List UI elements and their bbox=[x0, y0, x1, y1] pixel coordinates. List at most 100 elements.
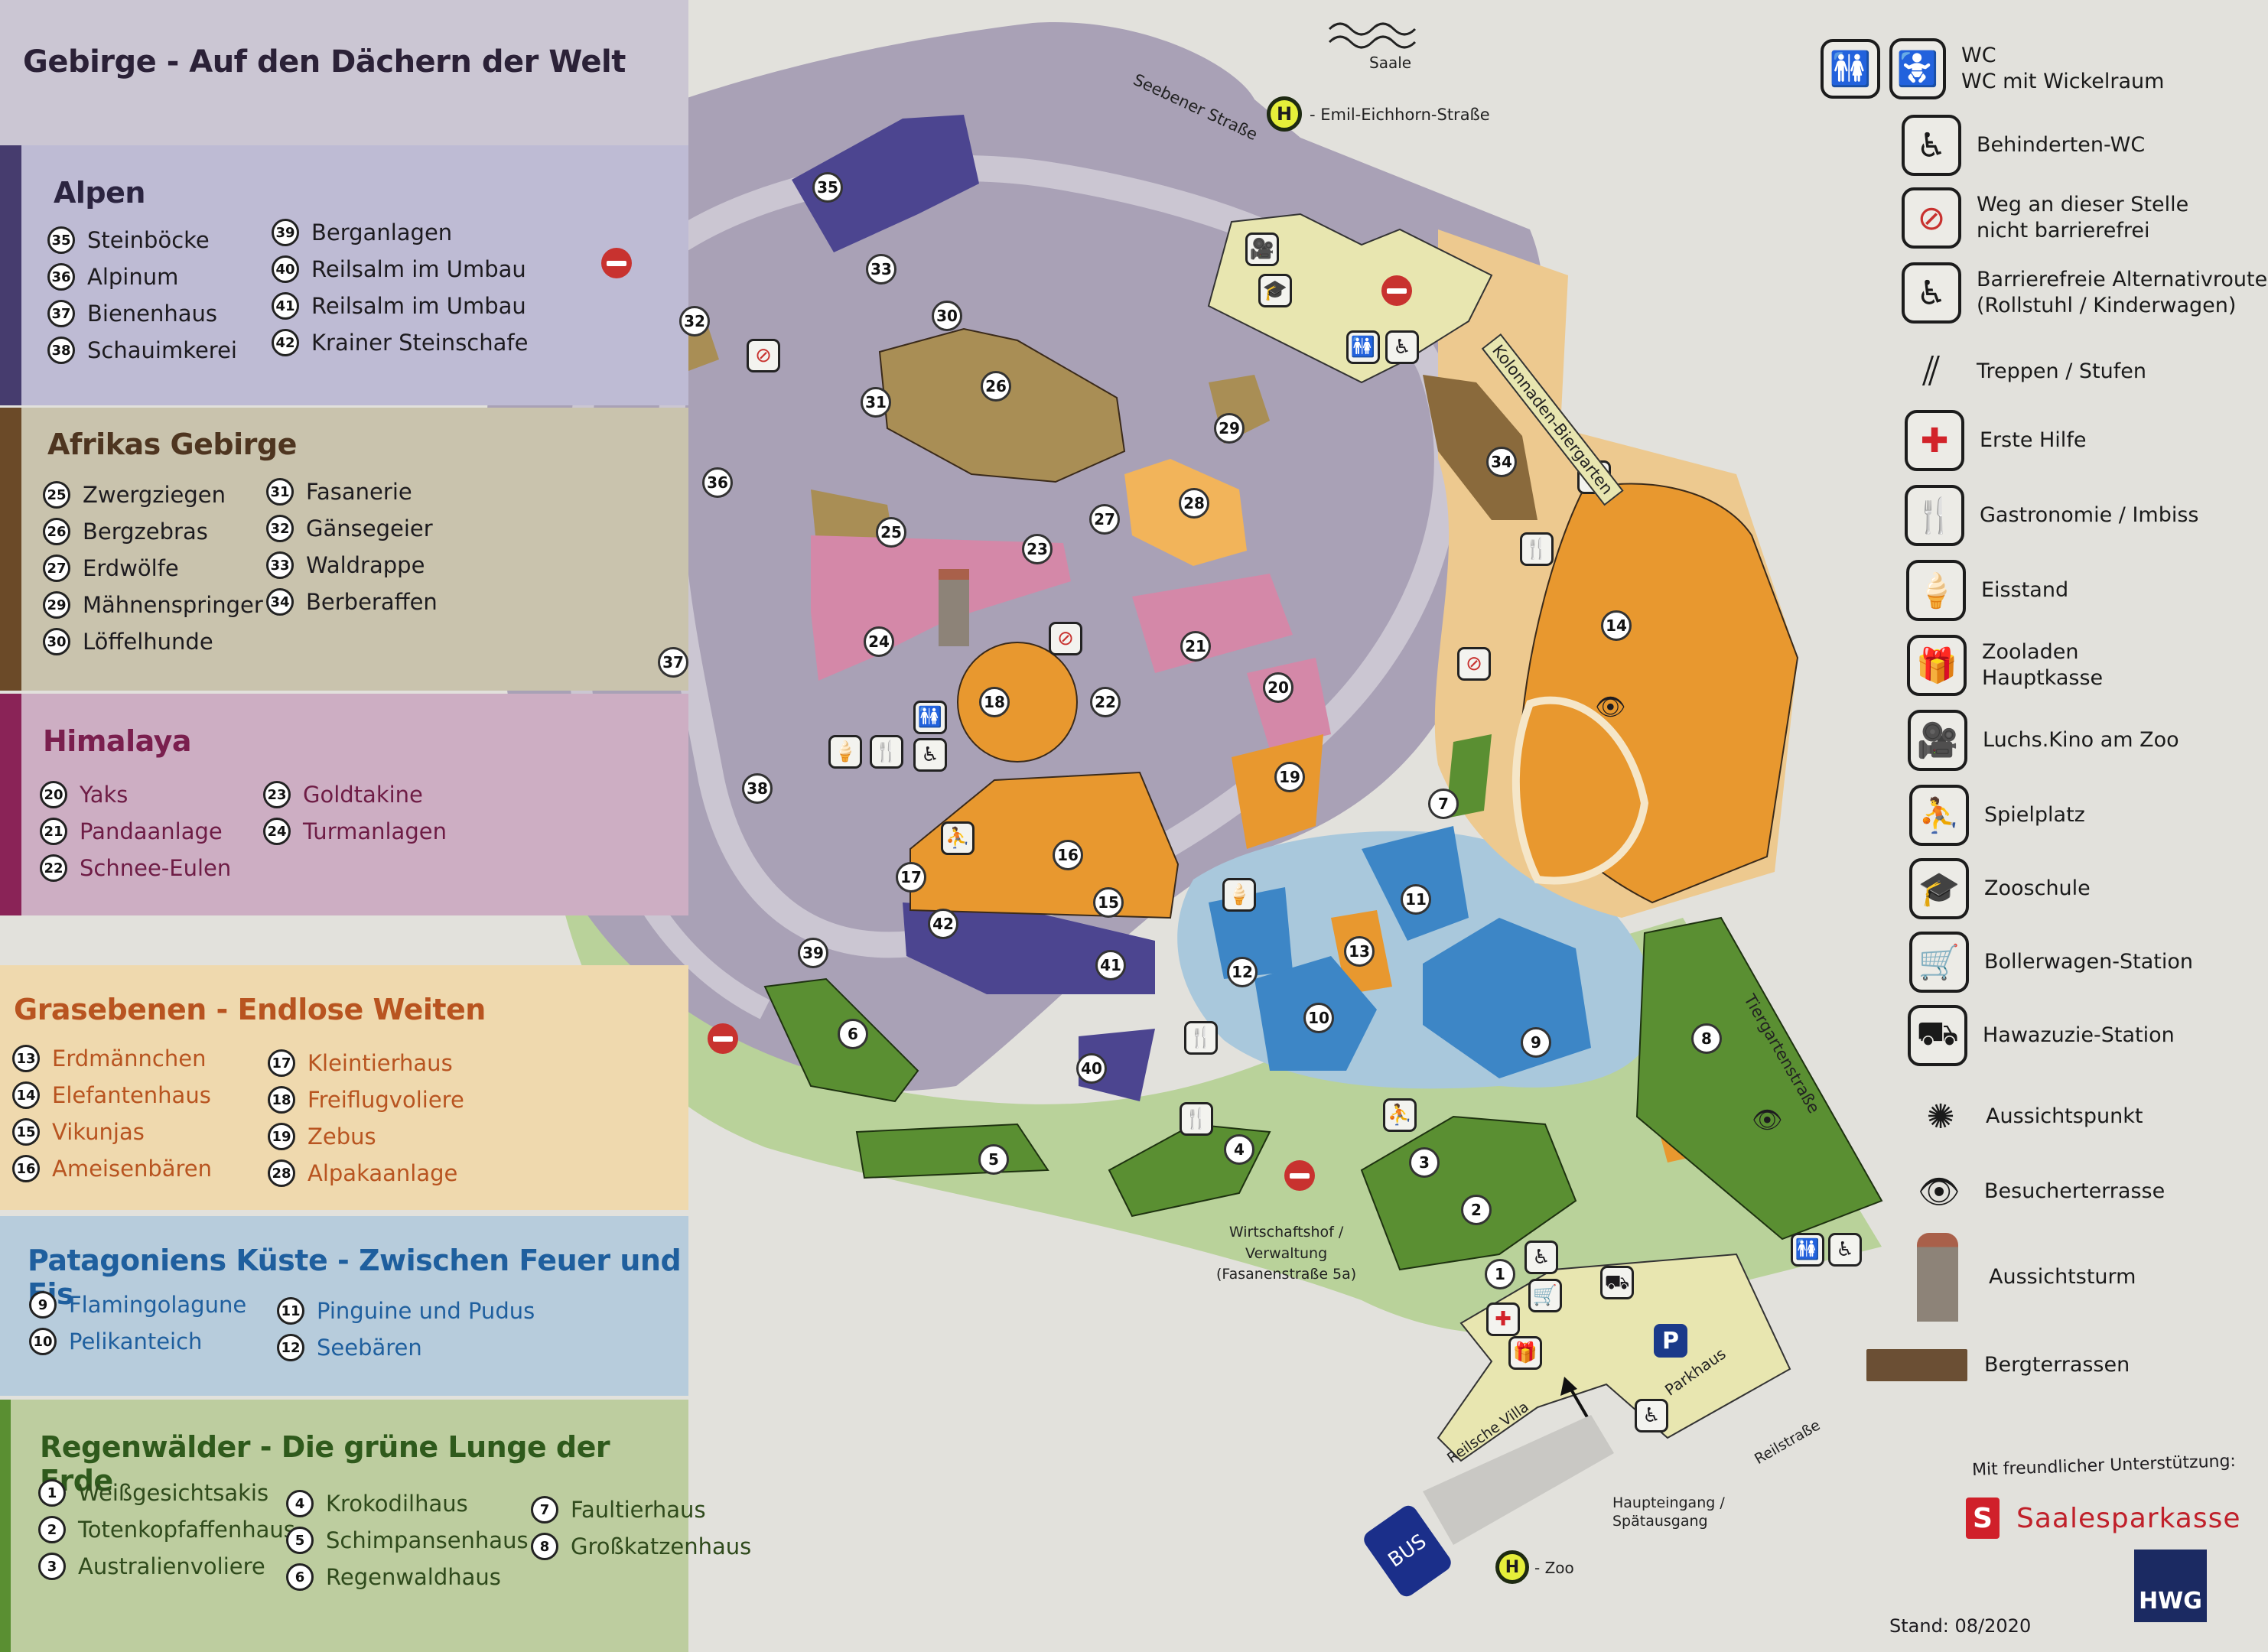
map-pin-17[interactable]: 17 bbox=[896, 862, 926, 893]
map-pin-13[interactable]: 13 bbox=[1344, 936, 1375, 967]
ice-cream-icon[interactable]: 🍦 bbox=[828, 735, 862, 769]
map-pin-34[interactable]: 34 bbox=[1486, 447, 1517, 477]
map-pin-9[interactable]: 9 bbox=[1521, 1027, 1551, 1058]
playground-icon[interactable]: ⛹ bbox=[1383, 1098, 1417, 1132]
map-pin-4[interactable]: 4 bbox=[1224, 1134, 1254, 1165]
map-pin-41[interactable]: 41 bbox=[1095, 950, 1126, 980]
map-pin-27[interactable]: 27 bbox=[1089, 504, 1120, 535]
map-pin-20[interactable]: 20 bbox=[1263, 672, 1293, 703]
gift-shop-icon[interactable]: 🎁 bbox=[1508, 1336, 1542, 1370]
map-pin-21[interactable]: 21 bbox=[1180, 631, 1211, 662]
stroller-icon[interactable]: ⛟ bbox=[1600, 1266, 1634, 1299]
map-pin-36[interactable]: 36 bbox=[702, 467, 733, 498]
zoo-school-icon[interactable]: 🎓 bbox=[1258, 274, 1292, 307]
cinema-icon[interactable]: 🎥 bbox=[1245, 233, 1279, 266]
map-pin-2[interactable]: 2 bbox=[1461, 1195, 1492, 1225]
map-pin-14[interactable]: 14 bbox=[1601, 610, 1632, 641]
barrier-free-route-icon[interactable]: ♿ bbox=[1635, 1399, 1668, 1432]
map-pin-25[interactable]: 25 bbox=[876, 517, 906, 548]
ice-cream-icon[interactable]: 🍦 bbox=[1222, 878, 1256, 912]
hwg-logo[interactable]: HWG bbox=[2134, 1550, 2207, 1622]
map-pin-23[interactable]: 23 bbox=[1022, 534, 1053, 564]
map-pin-29[interactable]: 29 bbox=[1214, 413, 1245, 444]
map-pin-38[interactable]: 38 bbox=[742, 773, 773, 804]
bus-stop-icon[interactable]: H bbox=[1495, 1550, 1529, 1584]
no-barrier-free-icon[interactable]: ⊘ bbox=[747, 339, 780, 372]
map-pin-6[interactable]: 6 bbox=[838, 1019, 868, 1049]
map-pin-1[interactable]: 1 bbox=[1485, 1259, 1515, 1289]
map-pin-12[interactable]: 12 bbox=[1227, 957, 1258, 987]
map-pin-10[interactable]: 10 bbox=[1303, 1003, 1334, 1033]
map-pin-40[interactable]: 40 bbox=[1076, 1053, 1107, 1084]
map-pin-22[interactable]: 22 bbox=[1090, 687, 1121, 717]
map-pin-30[interactable]: 30 bbox=[932, 301, 962, 331]
barrier-free-route-icon[interactable]: ♿ bbox=[1524, 1241, 1558, 1274]
map-pin-11[interactable]: 11 bbox=[1401, 884, 1431, 915]
map-pin-5[interactable]: 5 bbox=[978, 1144, 1009, 1175]
wc-icon[interactable]: 🚻 bbox=[1346, 330, 1380, 364]
saalesparkasse-logo[interactable]: S Saalesparkasse bbox=[1966, 1498, 2241, 1539]
no-barrier-free-icon[interactable]: ⊘ bbox=[1457, 647, 1491, 681]
map-pin-42[interactable]: 42 bbox=[928, 909, 958, 939]
wc-icon[interactable]: 🚻 bbox=[1791, 1233, 1824, 1267]
map-pin-15[interactable]: 15 bbox=[1093, 887, 1124, 918]
restaurant-icon[interactable]: 🍴 bbox=[1520, 532, 1554, 566]
bus-stop-icon[interactable]: H bbox=[1267, 96, 1302, 132]
map-pin-3[interactable]: 3 bbox=[1409, 1147, 1440, 1178]
parking-sign[interactable]: P bbox=[1654, 1324, 1687, 1358]
map-pin-33[interactable]: 33 bbox=[866, 254, 896, 285]
accessible-wc-icon[interactable]: ♿ bbox=[1828, 1233, 1862, 1267]
map-pin-8[interactable]: 8 bbox=[1691, 1023, 1722, 1054]
map-pin-37[interactable]: 37 bbox=[658, 647, 688, 678]
map-pin-28[interactable]: 28 bbox=[1179, 488, 1209, 519]
map-pin-19[interactable]: 19 bbox=[1274, 762, 1305, 792]
map-pin-7[interactable]: 7 bbox=[1428, 789, 1459, 819]
map-pin-39[interactable]: 39 bbox=[798, 938, 828, 968]
accessible-wc-icon[interactable]: ♿ bbox=[913, 738, 947, 772]
first-aid-icon[interactable]: ✚ bbox=[1486, 1302, 1520, 1336]
restaurant-icon[interactable]: 🍴 bbox=[1180, 1102, 1213, 1136]
map-pin-31[interactable]: 31 bbox=[861, 387, 891, 418]
restaurant-icon[interactable]: 🍴 bbox=[1184, 1021, 1218, 1055]
playground-icon[interactable]: ⛹ bbox=[941, 821, 975, 855]
map-pin-24[interactable]: 24 bbox=[864, 626, 894, 657]
